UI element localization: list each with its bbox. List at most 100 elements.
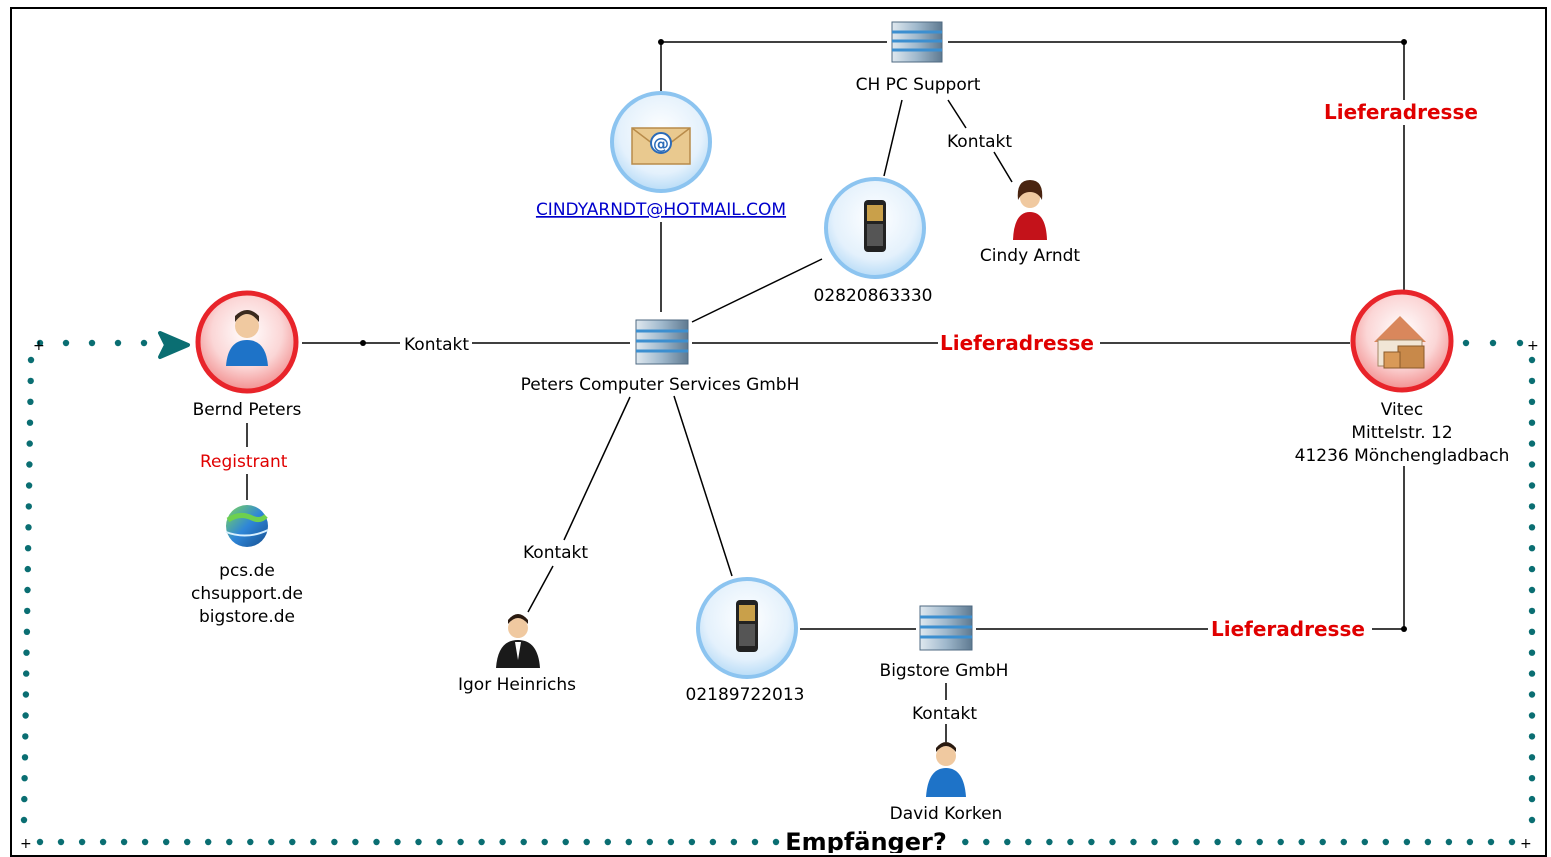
border-dot [23,649,30,656]
edge-peters-kontakt [563,396,631,541]
border-dot [1528,712,1536,719]
border-dot [1382,838,1390,846]
node-label: 02189722013 [686,685,805,705]
border-dot [1489,339,1497,347]
border-dot [541,838,548,846]
border-dot [667,838,675,846]
border-dot [1319,838,1326,846]
border-dot [310,838,317,846]
border-dot [21,795,28,803]
node-igor-heinrichs[interactable]: Igor Heinrichs [458,614,576,695]
border-dot [205,838,212,846]
person-icon [226,310,268,366]
edge-kontakt-igor [527,565,554,613]
border-dot [352,838,359,846]
border-dot [499,838,506,846]
border-dot [1528,440,1536,447]
border-dot [1235,838,1242,846]
border-dot [88,339,96,347]
border-dot [1528,461,1536,468]
border-dot [415,838,422,846]
node-phone-1[interactable]: 02820863330 [814,177,933,306]
address-line: Vitec [1381,400,1423,420]
node-vitec-address[interactable]: Vitec Mittelstr. 12 41236 Mönchengladbac… [1295,289,1510,466]
border-dot [62,339,70,347]
phone-icon [736,600,758,652]
border-dot [22,691,30,698]
border-dot [1528,775,1536,782]
node-david-korken[interactable]: David Korken [890,742,1003,824]
globe-icon [225,505,269,547]
edge-peters-phone2 [673,395,733,577]
border-dot [25,503,32,510]
node-ch-pc-support[interactable]: CH PC Support [856,21,981,95]
edge-markers [360,39,1407,632]
border-dot [583,838,590,846]
node-label: 02820863330 [814,286,933,306]
border-dot [604,838,611,846]
border-dot [24,607,31,615]
border-dot [1004,838,1011,846]
person-suit-icon [496,614,540,668]
border-dot [141,838,149,846]
node-cindy-arndt[interactable]: Cindy Arndt [980,180,1081,266]
border-dot [331,838,338,846]
border-dot [1361,838,1369,846]
border-dot [140,339,148,347]
border-dot [1172,838,1179,846]
border-dot [1508,838,1516,846]
server-icon [919,605,973,651]
border-dot [1340,838,1348,846]
border-dot [646,838,653,846]
svg-text:@: @ [653,134,669,153]
server-icon [891,21,943,63]
domain-line: bigstore.de [199,607,295,627]
node-peters-computer-services[interactable]: Peters Computer Services GmbH [521,319,800,395]
border-dot [394,838,401,846]
node-email[interactable]: @ CINDYARNDT@HOTMAIL.COM [536,91,786,220]
edge-chpc-kontakt [947,99,967,129]
node-bernd-peters[interactable]: Bernd Peters [193,290,302,420]
svg-text:+: + [20,836,32,852]
edge-chpc-phone1 [883,99,903,177]
border-dot [1462,339,1470,347]
border-dot [1528,503,1536,510]
address-line: 41236 Mönchengladbach [1295,446,1510,466]
node-domains[interactable]: pcs.de chsupport.de bigstore.de [191,505,303,627]
border-dot [1528,733,1536,740]
border-dot [1528,670,1536,677]
border-dot [1528,482,1536,489]
edge-label-registrant: Registrant [200,452,288,472]
email-envelope-icon: @ [631,127,691,165]
border-dot [27,398,34,405]
node-bigstore[interactable]: Bigstore GmbH [880,605,1009,681]
border-dot [24,565,31,573]
border-dot [120,838,128,846]
border-dot [1214,838,1221,846]
border-dot [1528,419,1536,426]
border-dot [1528,691,1536,698]
server-icon [635,319,689,365]
edge-kontakt-cindy [993,151,1013,183]
phone-icon [864,200,886,252]
domain-line: pcs.de [219,561,275,581]
edge-label-kontakt-bernd: Kontakt [404,335,469,355]
node-phone-2[interactable]: 02189722013 [686,577,805,705]
border-dot [1109,838,1116,846]
border-dot [24,545,32,552]
border-dot [1528,816,1536,824]
border-dot [25,524,32,531]
border-dot [26,461,33,468]
email-link[interactable]: CINDYARNDT@HOTMAIL.COM [536,200,786,220]
edge-label-kontakt-david: Kontakt [912,704,977,724]
border-dot [23,670,30,677]
border-dot [1528,607,1536,615]
border-dot [1528,795,1536,803]
border-dot [478,838,485,846]
border-dot [1193,838,1200,846]
border-dot [25,482,33,489]
border-dot [289,838,296,846]
border-dot [1528,398,1536,405]
border-dot [21,754,29,761]
